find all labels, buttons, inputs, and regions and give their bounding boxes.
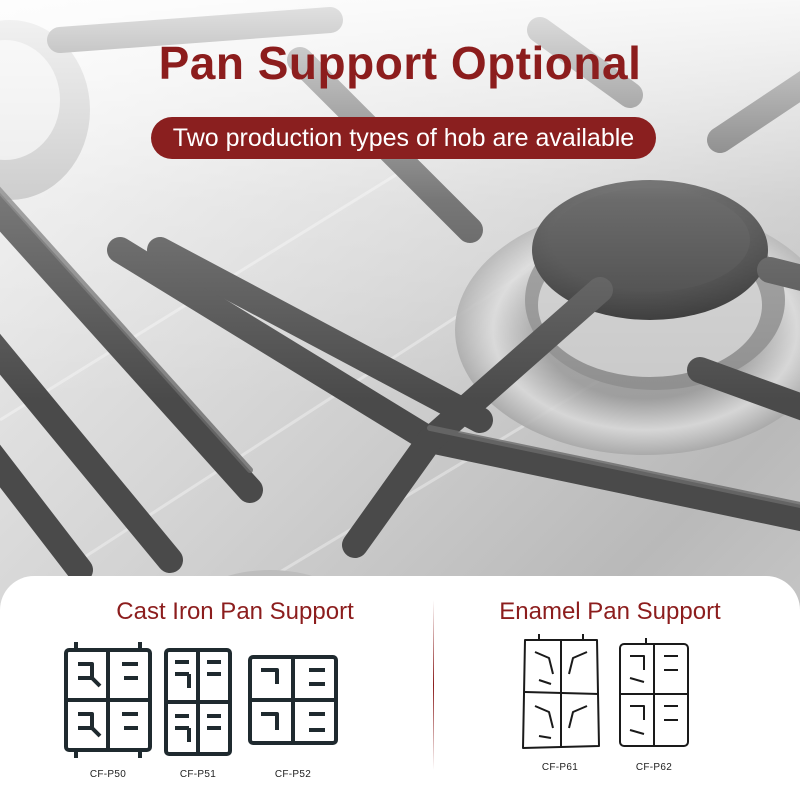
product-cf-p62-code: CF-P62: [635, 762, 673, 773]
product-cf-p52-image: [247, 654, 339, 746]
product-cf-p50-code: CF-P50: [89, 769, 127, 780]
product-panel: [0, 576, 800, 800]
product-cf-p52-code: CF-P52: [274, 769, 312, 780]
cast-iron-section-title: Cast Iron Pan Support: [116, 598, 354, 625]
product-cf-p62-image: [616, 638, 692, 752]
subtitle-badge: Two production types of hob are availabl…: [151, 117, 656, 159]
product-cf-p61-image: [519, 634, 603, 754]
product-cf-p51-image: [163, 646, 233, 758]
product-cf-p50-image: [62, 642, 154, 758]
product-cf-p51-code: CF-P51: [179, 769, 217, 780]
enamel-section-title: Enamel Pan Support: [499, 598, 721, 625]
page-title: Pan Support Optional: [158, 37, 642, 89]
section-divider: [433, 600, 434, 770]
product-cf-p61-code: CF-P61: [541, 762, 579, 773]
